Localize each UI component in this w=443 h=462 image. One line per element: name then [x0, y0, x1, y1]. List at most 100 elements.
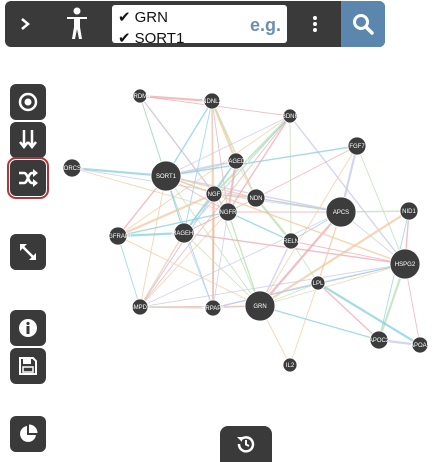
sort-layout-button[interactable] — [10, 122, 46, 158]
network-edge — [183, 100, 213, 234]
network-node[interactable]: APCS — [325, 196, 357, 228]
node-circle[interactable] — [282, 108, 298, 124]
network-node[interactable]: NGFR — [218, 202, 238, 222]
network-edge — [165, 145, 358, 177]
search-button[interactable] — [341, 1, 385, 47]
undo-layout-button[interactable] — [220, 426, 272, 462]
node-label: NID1 — [402, 209, 416, 215]
node-circle[interactable] — [205, 185, 223, 203]
network-node[interactable]: NDNL2 — [202, 92, 222, 110]
fit-view-button[interactable] — [10, 84, 46, 120]
node-circle[interactable] — [203, 92, 221, 110]
node-circle[interactable] — [310, 275, 326, 291]
checkmark-icon: ✔ — [118, 30, 131, 43]
node-circle[interactable] — [389, 248, 421, 280]
network-node[interactable]: FGF7 — [347, 136, 367, 156]
node-circle[interactable] — [246, 188, 266, 208]
network-edge — [139, 115, 291, 308]
save-icon — [19, 357, 37, 375]
node-label: SORCS1 — [60, 166, 85, 172]
network-edge — [117, 235, 261, 307]
network-node[interactable]: PRDM4 — [129, 88, 151, 104]
network-edge — [378, 210, 410, 341]
network-edge — [356, 145, 406, 265]
expand-view-button[interactable] — [10, 234, 46, 270]
network-node[interactable]: HSPG2 — [389, 248, 421, 280]
node-circle[interactable] — [108, 226, 128, 246]
node-circle[interactable] — [244, 290, 276, 322]
network-edge — [259, 305, 380, 341]
pie-chart-icon — [20, 424, 38, 442]
gene-query-box[interactable]: ✔GRN ✔SORT1 e.g. — [112, 5, 287, 43]
save-button[interactable] — [10, 348, 46, 384]
network-node[interactable]: APOC2 — [369, 330, 390, 350]
network-node[interactable]: MAGEH1 — [171, 222, 197, 244]
network-node[interactable]: GRN — [244, 290, 276, 322]
network-node[interactable]: SORT1 — [150, 160, 182, 192]
node-label: BDNF — [282, 114, 299, 120]
shuffle-icon — [19, 169, 38, 187]
node-label: PRDM4 — [129, 94, 151, 100]
network-edge — [139, 232, 185, 308]
node-circle[interactable] — [218, 202, 238, 222]
network-node[interactable]: MAGED1 — [223, 152, 249, 170]
network-edge — [139, 263, 406, 308]
network-node[interactable]: NID1 — [399, 201, 419, 221]
top-toolbar: ✔GRN ✔SORT1 e.g. — [5, 1, 385, 47]
query-gene-item: ✔GRN — [118, 9, 168, 26]
network-edge — [289, 115, 406, 265]
network-node[interactable]: LPL — [310, 275, 326, 291]
node-label: NGF — [208, 192, 221, 198]
node-label: FGF7 — [349, 144, 365, 150]
node-circle[interactable] — [227, 152, 245, 170]
chart-button[interactable] — [10, 416, 46, 452]
query-gene-item: ✔SORT1 — [118, 29, 184, 43]
organism-button[interactable] — [55, 1, 99, 47]
expand-panel-button[interactable] — [5, 1, 45, 47]
network-edge — [165, 175, 214, 309]
network-edge — [139, 211, 342, 308]
node-circle[interactable] — [282, 357, 298, 373]
node-label: NGFR — [220, 210, 238, 216]
network-node[interactable]: APOA5 — [410, 336, 431, 354]
node-label: LPL — [313, 281, 324, 287]
example-hint[interactable]: e.g. — [249, 15, 281, 35]
network-edge — [71, 167, 229, 213]
node-circle[interactable] — [325, 196, 357, 228]
info-button[interactable] — [10, 310, 46, 346]
network-node[interactable]: SMPD2 — [130, 298, 151, 316]
node-label: NDNL2 — [202, 99, 222, 105]
node-label: NGFRAP1 — [104, 234, 133, 240]
node-label: SORT1 — [156, 174, 177, 180]
node-circle[interactable] — [173, 222, 195, 244]
network-node[interactable]: SORCS1 — [60, 158, 85, 178]
node-circle[interactable] — [150, 160, 182, 192]
node-circle[interactable] — [204, 299, 222, 317]
network-node[interactable]: NGF — [205, 185, 223, 203]
network-node[interactable]: BRPAP1 — [201, 299, 225, 317]
network-node[interactable]: IL2 — [282, 357, 298, 373]
network-edge — [139, 306, 214, 309]
network-edge — [139, 193, 215, 308]
network-node[interactable]: NGFRAP1 — [104, 226, 133, 246]
node-circle[interactable] — [282, 232, 300, 250]
node-circle[interactable] — [399, 201, 419, 221]
network-edge — [289, 282, 319, 366]
network-node[interactable]: BDNF — [282, 108, 299, 124]
network-node[interactable]: NDN — [246, 188, 266, 208]
node-circle[interactable] — [411, 336, 429, 354]
node-circle[interactable] — [369, 330, 389, 350]
node-circle[interactable] — [62, 158, 82, 178]
network-node[interactable]: RELN — [282, 232, 300, 250]
node-circle[interactable] — [132, 88, 148, 104]
node-label: IL2 — [286, 363, 295, 369]
node-label: MAGED1 — [223, 159, 249, 165]
human-body-icon — [67, 7, 87, 39]
network-edge — [227, 211, 261, 307]
network-edge — [139, 175, 167, 308]
node-circle[interactable] — [131, 298, 149, 316]
options-menu-button[interactable] — [300, 1, 330, 47]
shuffle-layout-button[interactable] — [7, 157, 49, 199]
node-circle[interactable] — [347, 136, 367, 156]
